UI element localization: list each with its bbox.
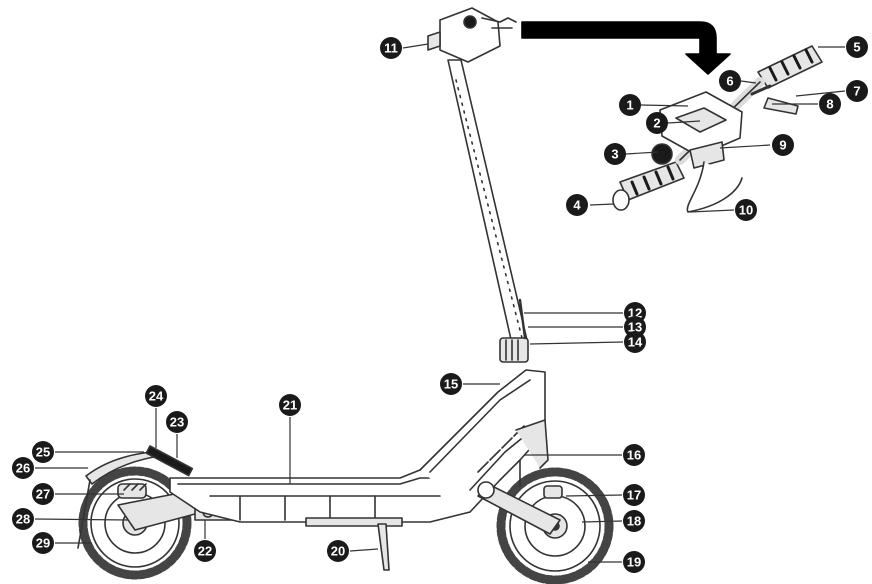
callout-badge-16 (623, 444, 645, 466)
callout-number-13: 13 (628, 320, 642, 335)
front-wheel (496, 467, 614, 584)
callout-7: 7 (846, 80, 868, 102)
scooter-illustration (77, 7, 823, 584)
callout-14: 14 (624, 331, 646, 353)
callout-badge-24 (145, 385, 167, 407)
handlebar-detail (612, 45, 823, 213)
callout-badge-8 (819, 93, 841, 115)
callout-number-2: 2 (653, 116, 660, 131)
callout-5: 5 (846, 36, 868, 58)
callout-badge-7 (846, 80, 868, 102)
callout-21: 21 (279, 394, 301, 416)
callout-20: 20 (327, 540, 349, 562)
kickstand (377, 523, 390, 571)
callout-badge-28 (12, 508, 34, 530)
rear-fender (77, 445, 194, 549)
callout-28: 28 (12, 508, 34, 530)
callout-badge-11 (380, 37, 402, 59)
callout-badge-17 (623, 484, 645, 506)
callout-number-1: 1 (626, 98, 633, 113)
callout-number-15: 15 (444, 377, 458, 392)
callout-badge-14 (624, 331, 646, 353)
callout-number-23: 23 (170, 415, 184, 430)
callout-number-28: 28 (16, 512, 30, 527)
callout-26: 26 (12, 457, 34, 479)
callout-badge-9 (772, 134, 794, 156)
callout-number-27: 27 (36, 487, 50, 502)
callout-badge-1 (619, 94, 641, 116)
callout-badge-19 (623, 551, 645, 573)
callout-number-17: 17 (627, 488, 641, 503)
handlebar-head (427, 7, 517, 63)
callout-8: 8 (819, 93, 841, 115)
callout-9: 9 (772, 134, 794, 156)
callout-number-21: 21 (283, 398, 297, 413)
zoom-arrow (521, 21, 731, 75)
callout-number-14: 14 (628, 335, 643, 350)
callout-badge-21 (279, 394, 301, 416)
callout-badge-5 (846, 36, 868, 58)
callout-number-22: 22 (198, 544, 212, 559)
callout-number-6: 6 (726, 74, 733, 89)
callout-badge-10 (735, 199, 757, 221)
callout-badge-26 (12, 457, 34, 479)
callout-number-8: 8 (826, 97, 833, 112)
callout-number-20: 20 (331, 544, 345, 559)
callout-19: 19 (623, 551, 645, 573)
callout-number-24: 24 (149, 389, 164, 404)
callout-badge-18 (623, 510, 645, 532)
callout-11: 11 (380, 37, 402, 59)
callout-badge-3 (604, 143, 626, 165)
callout-number-18: 18 (627, 514, 641, 529)
callout-number-10: 10 (739, 203, 753, 218)
callout-number-29: 29 (36, 536, 50, 551)
callout-badge-23 (166, 411, 188, 433)
callout-27: 27 (32, 483, 54, 505)
callout-badge-25 (32, 441, 54, 463)
frame-neck (419, 369, 549, 513)
callout-number-16: 16 (627, 448, 641, 463)
callout-badge-6 (719, 70, 741, 92)
callout-6: 6 (719, 70, 741, 92)
callout-badge-2 (646, 112, 668, 134)
callout-17: 17 (623, 484, 645, 506)
stem (447, 59, 529, 363)
callout-number-25: 25 (36, 445, 50, 460)
callout-number-19: 19 (627, 555, 641, 570)
callout-number-4: 4 (573, 198, 581, 213)
callout-badge-20 (327, 540, 349, 562)
callout-25: 25 (32, 441, 54, 463)
callout-22: 22 (194, 540, 216, 562)
front-fork (477, 459, 561, 535)
callout-number-26: 26 (16, 461, 30, 476)
callout-10: 10 (735, 199, 757, 221)
callout-number-3: 3 (611, 147, 618, 162)
callout-leaders (34, 43, 846, 563)
callout-number-5: 5 (853, 40, 860, 55)
callout-badge-4 (566, 194, 588, 216)
callout-23: 23 (166, 411, 188, 433)
callout-3: 3 (604, 143, 626, 165)
callout-18: 18 (623, 510, 645, 532)
callout-badges: 1234567891011121314151617181920212223242… (12, 36, 868, 573)
callout-number-7: 7 (853, 84, 860, 99)
callout-4: 4 (566, 194, 588, 216)
callout-number-11: 11 (384, 41, 398, 56)
callout-2: 2 (646, 112, 668, 134)
callout-badge-15 (440, 373, 462, 395)
callout-number-9: 9 (779, 138, 786, 153)
callout-badge-27 (32, 483, 54, 505)
callout-badge-29 (32, 532, 54, 554)
callout-29: 29 (32, 532, 54, 554)
callout-15: 15 (440, 373, 462, 395)
callout-1: 1 (619, 94, 641, 116)
callout-24: 24 (145, 385, 167, 407)
callout-badge-22 (194, 540, 216, 562)
callout-16: 16 (623, 444, 645, 466)
